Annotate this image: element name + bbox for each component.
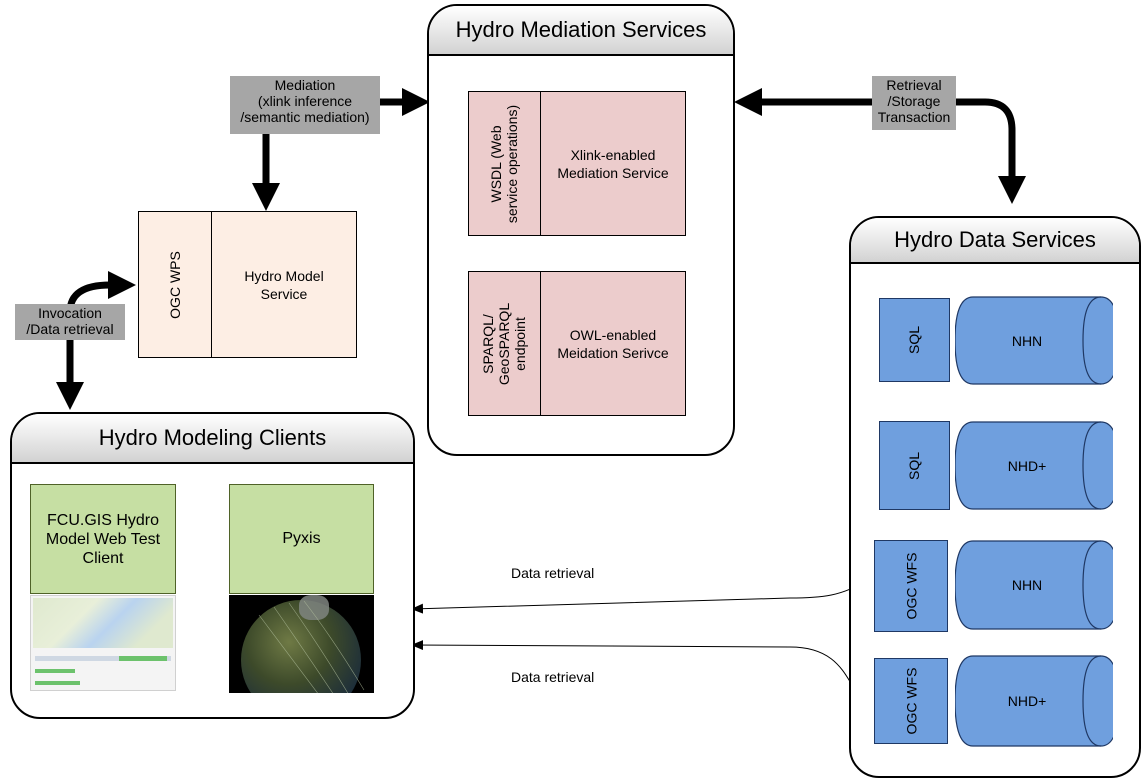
data-service-interface: OGC WFS <box>874 658 948 744</box>
mediation-service-box: WSDL (Web service operations) Xlink-enab… <box>468 91 686 236</box>
client-title-box: Pyxis <box>229 484 374 594</box>
wps-service-name: Hydro Model Service <box>244 267 324 302</box>
group-title: Hydro Data Services <box>851 218 1139 264</box>
data-service-interface: SQL <box>879 421 950 510</box>
data-retrieval-label: Data retrieval <box>511 669 595 685</box>
database-name: NHD+ <box>1007 457 1047 474</box>
hydro-model-service-box: OGC WPS Hydro Model Service <box>138 211 357 358</box>
invocation-label: Invocation /Data retrieval <box>15 304 125 340</box>
data-service-interface: SQL <box>879 298 950 382</box>
database-cylinder: NHN <box>955 540 1113 630</box>
database-name: NHN <box>1011 577 1043 593</box>
database-cylinder: NHD+ <box>955 421 1113 510</box>
client-title-box: FCU.GIS Hydro Model Web Test Client <box>30 484 176 594</box>
data-retrieval-label: Data retrieval <box>511 565 595 581</box>
database-name: NHN <box>1011 332 1043 349</box>
wps-interface-label: OGC WPS <box>166 250 183 319</box>
client-name: FCU.GIS Hydro Model Web Test Client <box>45 511 161 567</box>
client-map-screenshot <box>30 595 176 691</box>
map-area <box>33 598 173 648</box>
line-data-retrieval-nhn <box>411 583 875 614</box>
group-title: Hydro Modeling Clients <box>12 414 413 464</box>
database-name: NHD+ <box>1007 693 1047 709</box>
mediation-service-box: SPARQL/ GeoSPARQL endpoint OWL-enabled M… <box>468 271 686 416</box>
group-title: Hydro Mediation Services <box>429 6 733 56</box>
client-name: Pyxis <box>282 530 321 547</box>
database-cylinder: NHN <box>955 296 1113 385</box>
service-interface-label: WSDL (Web service operations) <box>488 104 521 223</box>
service-name: OWL-enabled Meidation Serivce <box>557 326 669 361</box>
service-name: Xlink-enabled Mediation Service <box>557 146 669 181</box>
client-globe-screenshot <box>229 595 374 693</box>
database-cylinder: NHD+ <box>955 655 1113 747</box>
arrow-retrieval-to-data <box>956 98 1026 204</box>
retrieval-storage-label: Retrieval /Storage Transaction <box>872 76 956 130</box>
data-service-interface: OGC WFS <box>874 540 948 632</box>
mediation-label: Mediation (xlink inference /semantic med… <box>230 76 380 134</box>
line-data-retrieval-nhd <box>411 640 875 703</box>
service-interface-label: SPARQL/ GeoSPARQL endpoint <box>480 302 529 385</box>
